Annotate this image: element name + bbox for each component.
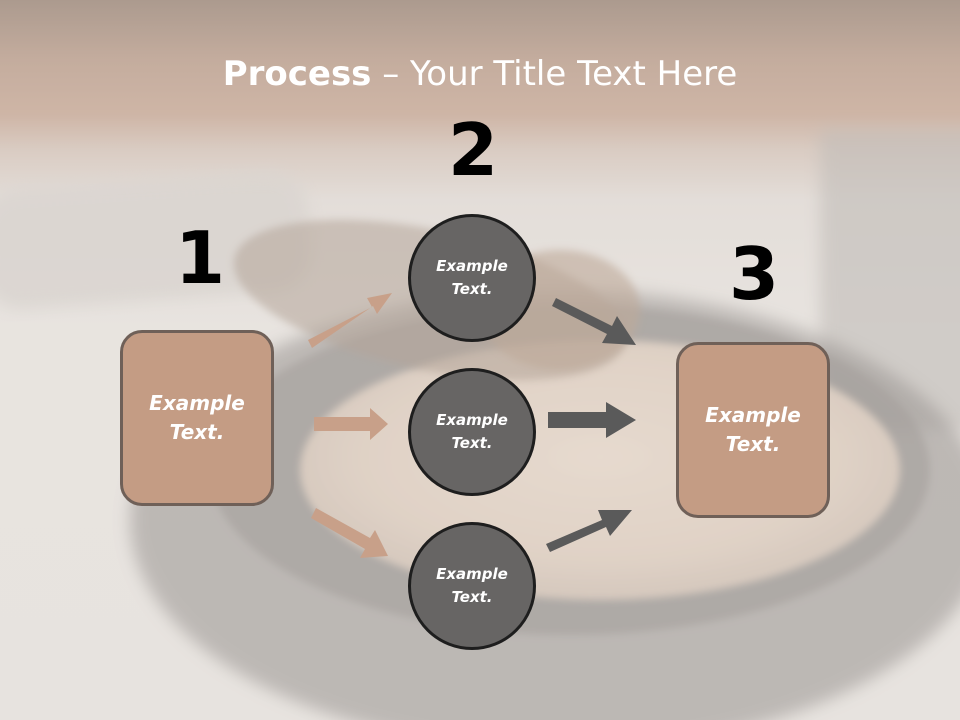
circle-bottom-line1: Example bbox=[436, 565, 508, 583]
circle-middle-line2: Text. bbox=[451, 434, 493, 452]
process-circle-middle: Example Text. bbox=[408, 368, 536, 496]
title-rest: – Your Title Text Here bbox=[371, 54, 738, 94]
process-box-left: Example Text. bbox=[120, 330, 274, 506]
circle-top-line1: Example bbox=[436, 257, 508, 275]
box-left-line1: Example bbox=[149, 391, 245, 415]
arrow-bottom-to-right bbox=[546, 510, 632, 552]
box-left-line2: Text. bbox=[169, 420, 225, 444]
title-bold: Process bbox=[222, 54, 372, 94]
step-number-2: 2 bbox=[447, 108, 499, 192]
arrow-left-to-bottom bbox=[311, 508, 388, 558]
process-box-right: Example Text. bbox=[676, 342, 830, 518]
circle-bottom-line2: Text. bbox=[451, 588, 493, 606]
step-number-3: 3 bbox=[728, 232, 780, 316]
arrow-middle-to-right bbox=[548, 402, 636, 438]
arrow-top-to-right bbox=[552, 298, 636, 345]
process-circle-bottom: Example Text. bbox=[408, 522, 536, 650]
slide-title: Process – Your Title Text Here bbox=[0, 50, 960, 98]
process-circle-top: Example Text. bbox=[408, 214, 536, 342]
box-right-line1: Example bbox=[705, 403, 801, 427]
step-number-1: 1 bbox=[174, 216, 226, 300]
circle-middle-line1: Example bbox=[436, 411, 508, 429]
arrow-left-to-top bbox=[308, 293, 392, 348]
box-right-line2: Text. bbox=[725, 432, 781, 456]
circle-top-line2: Text. bbox=[451, 280, 493, 298]
arrow-left-to-middle bbox=[314, 408, 388, 440]
